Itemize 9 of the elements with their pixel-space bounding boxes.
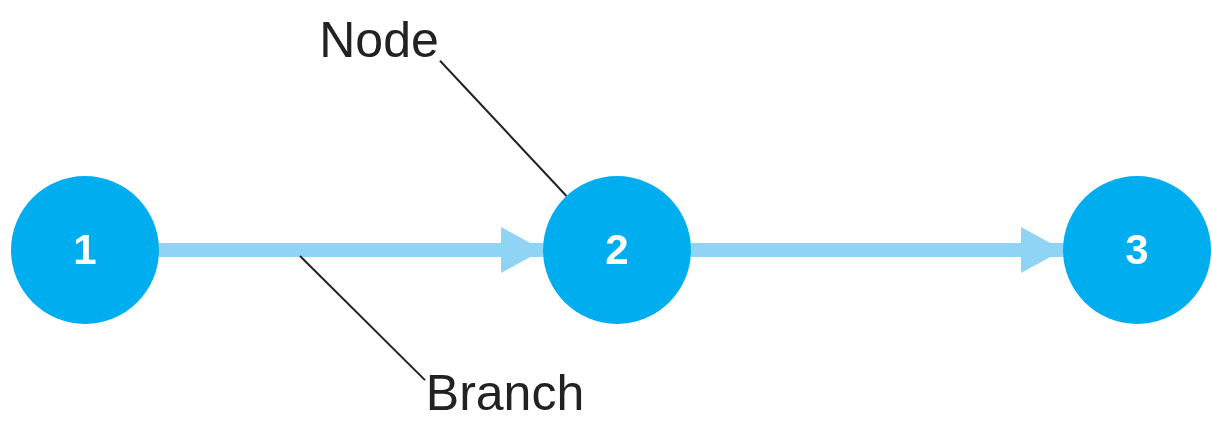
node-number: 3 (1125, 226, 1149, 274)
leader-line (299, 255, 426, 382)
callout-label: Node (319, 11, 439, 69)
leader-line (439, 59, 568, 197)
node-number: 2 (605, 226, 629, 274)
node-number: 1 (73, 226, 97, 274)
branch-arrow (691, 227, 1063, 273)
callout-label: Branch (425, 364, 585, 422)
branch-arrow (159, 227, 543, 273)
